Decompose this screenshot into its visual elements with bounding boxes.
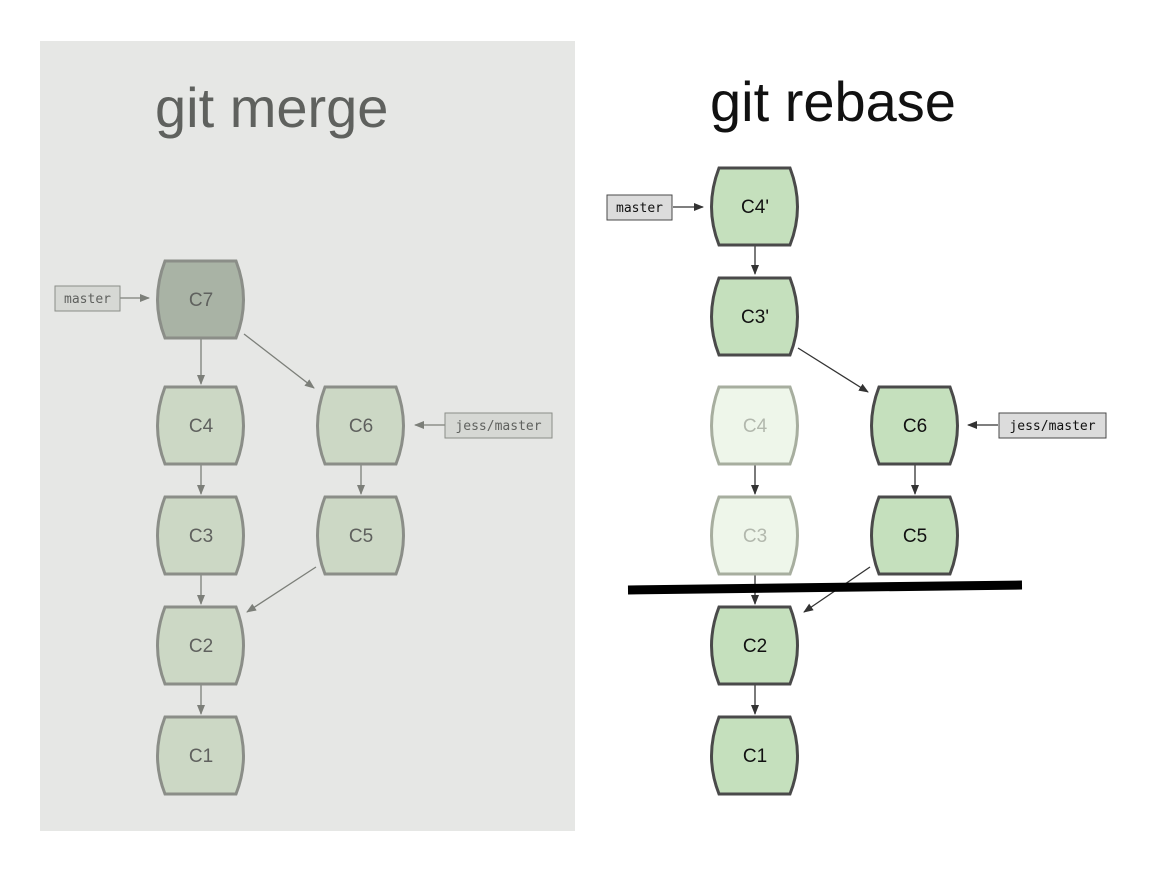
rebase-node-label: C4' [741, 197, 769, 218]
merge-node-c4: C4 [156, 385, 245, 466]
merge-title: git merge [155, 76, 389, 139]
merge-node-c6: C6 [316, 385, 405, 466]
rebase-master-ref-label: master [616, 201, 663, 216]
merge-node-label: C2 [189, 636, 213, 657]
rebase-title: git rebase [710, 70, 956, 133]
merge-jess-master-ref-label: jess/master [455, 419, 541, 434]
merge-edge-c7-c6 [243, 333, 315, 389]
merge-jess-master-ref: jess/master [444, 412, 553, 439]
rebase-node-c3-faded: C3 [710, 495, 799, 576]
rebase-node-label: C1 [743, 746, 767, 767]
rebase-jess-master-ref: jess/master [998, 412, 1107, 439]
merge-master-ref-label: master [64, 292, 111, 307]
merge-node-label: C3 [189, 526, 213, 547]
merge-node-label: C1 [189, 746, 213, 767]
rebase-node-c4-faded: C4 [710, 385, 799, 466]
rebase-node-c4-prime: C4' [710, 166, 799, 247]
rebase-jess-master-ref-label: jess/master [1009, 419, 1095, 434]
merge-node-label: C7 [189, 290, 213, 311]
rebase-node-label: C3 [743, 526, 767, 547]
rebase-cut-line [627, 580, 1023, 595]
merge-node-c1: C1 [156, 715, 245, 796]
merge-node-label: C4 [189, 416, 214, 437]
merge-master-ref: master [54, 285, 121, 312]
rebase-node-c6: C6 [870, 385, 959, 466]
merge-node-c3: C3 [156, 495, 245, 576]
merge-node-c2: C2 [156, 605, 245, 686]
merge-node-label: C5 [349, 526, 373, 547]
rebase-node-c2: C2 [710, 605, 799, 686]
merge-graph: C7 C4 C6 C3 C5 C2 C1 master [54, 259, 553, 796]
rebase-node-label: C3' [741, 307, 769, 328]
rebase-node-label: C4 [743, 416, 768, 437]
rebase-master-ref: master [606, 194, 673, 221]
merge-node-c5: C5 [316, 495, 405, 576]
merge-node-label: C6 [349, 416, 373, 437]
rebase-edge-c3p-c6 [797, 347, 869, 393]
rebase-node-label: C2 [743, 636, 767, 657]
rebase-node-label: C6 [903, 416, 927, 437]
rebase-node-label: C5 [903, 526, 927, 547]
merge-edge-c5-c2 [246, 566, 317, 613]
rebase-node-c1: C1 [710, 715, 799, 796]
rebase-node-c5: C5 [870, 495, 959, 576]
merge-node-c7: C7 [156, 259, 245, 340]
rebase-node-c3-prime: C3' [710, 276, 799, 357]
rebase-graph: C4' C3' C4 C6 C3 C5 C2 C1 [606, 166, 1107, 796]
